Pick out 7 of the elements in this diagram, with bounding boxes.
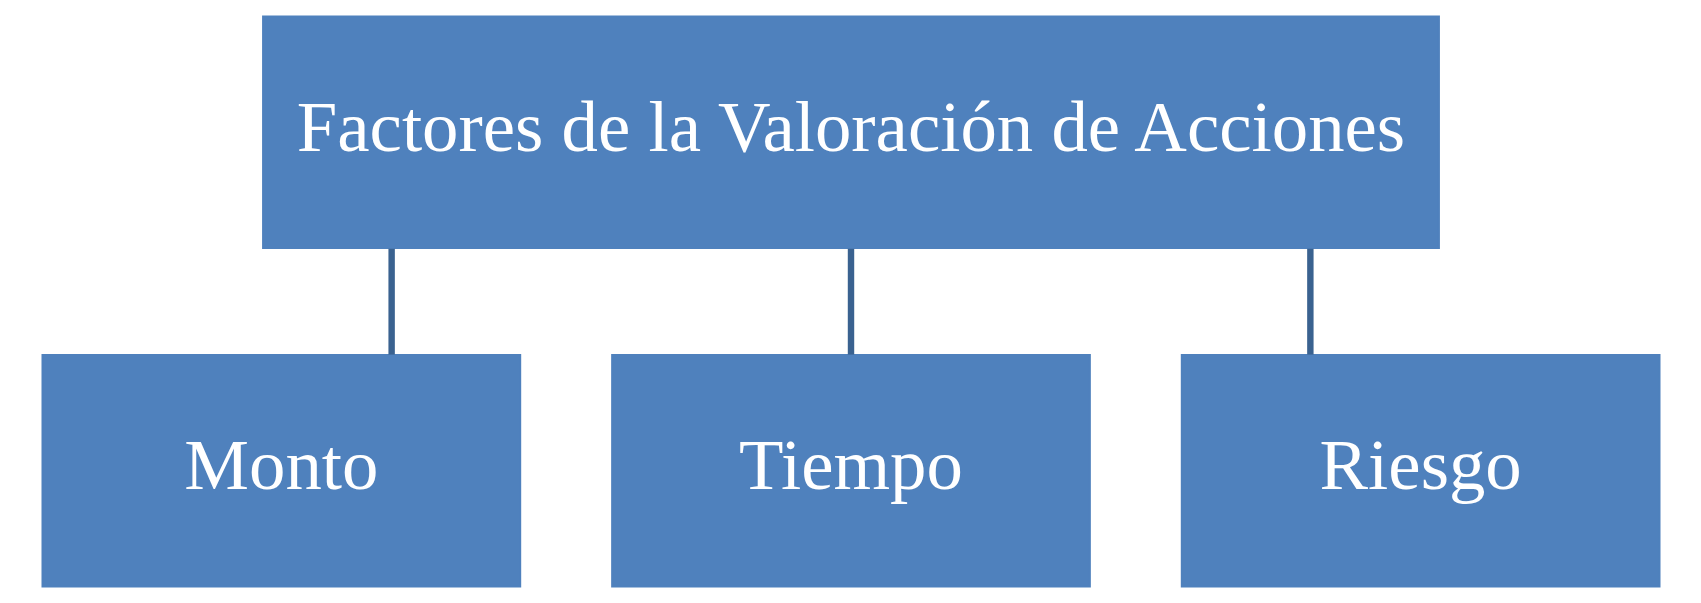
connector	[1306, 248, 1314, 355]
node-box: Monto	[41, 353, 521, 588]
connector	[847, 248, 854, 355]
node-box: Factores de la Valoración de Acciones	[261, 15, 1440, 250]
connector	[387, 248, 395, 355]
node-box: Tiempo	[610, 353, 1091, 588]
node-box: Riesgo	[1180, 353, 1660, 588]
